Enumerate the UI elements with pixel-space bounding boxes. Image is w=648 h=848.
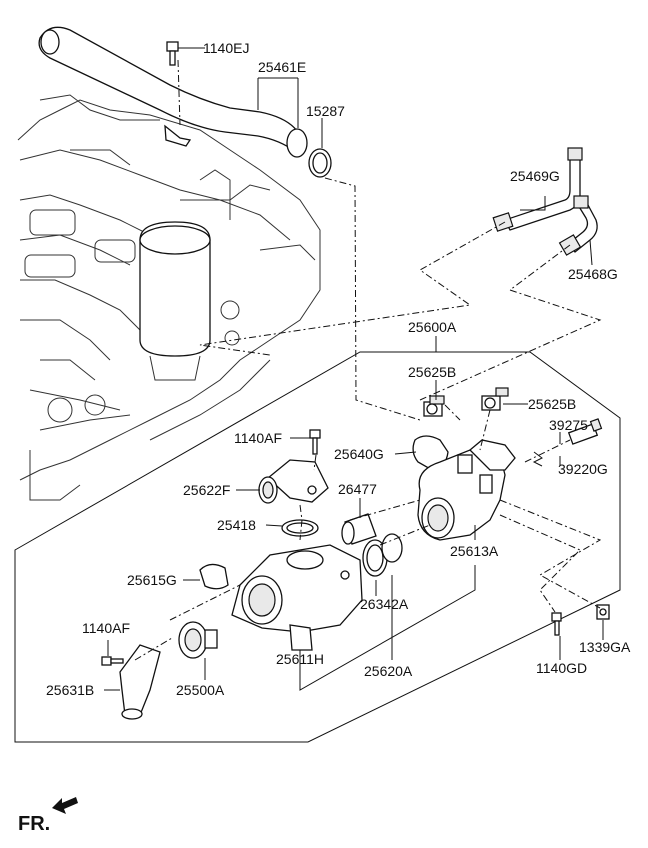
label-25500A: 25500A [176, 682, 225, 698]
hose-25469G [492, 147, 583, 232]
gasket-25615G-icon [199, 563, 229, 590]
bolt-1140AF-bottom-icon [101, 656, 124, 666]
label-25611H: 25611H [276, 651, 324, 667]
bolt-1140AF-top-icon [309, 429, 321, 455]
label-25468G: 25468G [568, 266, 618, 282]
hose-26342A-icon [362, 533, 403, 577]
label-25622F: 25622F [183, 482, 230, 498]
bolt-1140EJ-icon [166, 41, 179, 66]
outlet-25631B-icon [119, 644, 161, 720]
label-25469G: 25469G [510, 168, 560, 184]
label-25600A: 25600A [408, 319, 457, 335]
label-1339GA: 1339GA [579, 639, 631, 655]
coolant-pipe-25461E [38, 26, 308, 158]
label-15287: 15287 [306, 103, 345, 119]
label-25625B-left: 25625B [408, 364, 456, 380]
assembly-boundary [14, 351, 621, 743]
housing-25613A [417, 439, 516, 541]
clip-39275-icon [532, 451, 543, 467]
label-26477: 26477 [338, 481, 377, 497]
fitting-25625B-right-icon [481, 387, 509, 411]
label-39220G: 39220G [558, 461, 608, 477]
label-25615G: 25615G [127, 572, 177, 588]
label-1140GD: 1140GD [536, 660, 587, 676]
label-25613A: 25613A [450, 543, 499, 559]
label-1140EJ: 1140EJ [203, 40, 249, 56]
fitting-25625B-left-icon [423, 395, 445, 417]
label-25625B-right: 25625B [528, 396, 576, 412]
label-39275: 39275 [549, 417, 588, 433]
nut-1339GA-icon [596, 604, 610, 620]
label-25631B: 25631B [46, 682, 94, 698]
label-25461E: 25461E [258, 59, 306, 75]
sensor-39220G-icon [567, 418, 603, 445]
housing-25611H [231, 544, 363, 651]
label-26342A: 26342A [360, 596, 409, 612]
front-arrow-icon [52, 797, 78, 814]
label-1140AF-bottom: 1140AF [82, 620, 130, 636]
label-25620A: 25620A [364, 663, 413, 679]
bolt-1140GD-icon [551, 612, 562, 636]
outlet-25622F [258, 459, 329, 504]
label-25418: 25418 [217, 517, 256, 533]
engine-block-illustration [17, 94, 321, 501]
pipe-26477-icon [341, 513, 377, 545]
label-1140AF-top: 1140AF [234, 430, 282, 446]
label-25640G: 25640G [334, 446, 384, 462]
front-direction-label: FR. [18, 813, 50, 835]
thermostat-25500A-icon [178, 621, 218, 659]
